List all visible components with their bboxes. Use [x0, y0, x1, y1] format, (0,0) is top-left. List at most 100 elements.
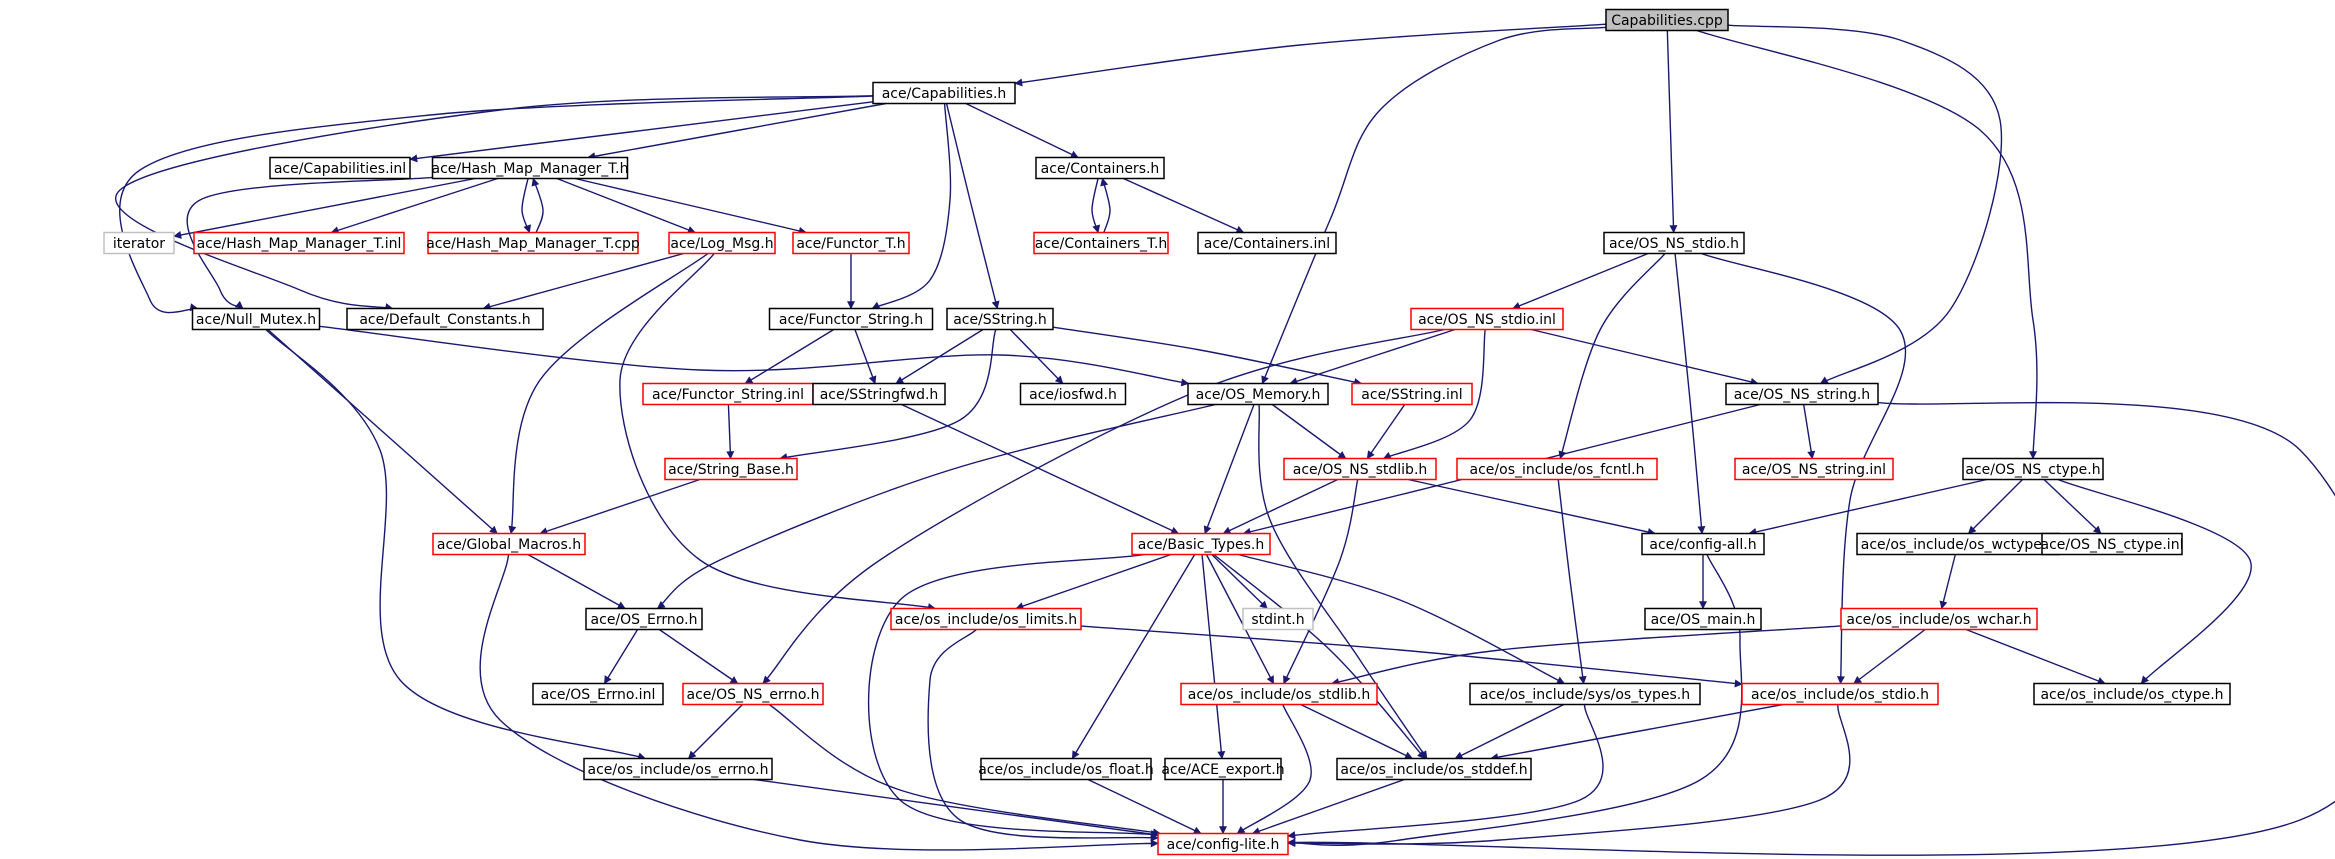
node-box [1131, 532, 1271, 556]
node-label: ace/Capabilities.h [882, 86, 1007, 102]
node-label: ace/Hash_Map_Manager_T.h [431, 161, 628, 177]
node-stdint-h[interactable]: stdint.h [1242, 607, 1314, 631]
edge-os_ns_stdlib_h-to-os_stdlib_h [1283, 479, 1359, 685]
node-label: ace/Default_Constants.h [359, 312, 530, 328]
edge-capabilities_cpp-to-os_ns_ctype_h [1696, 29, 2038, 460]
node-iterator[interactable]: iterator [103, 231, 175, 255]
node-os-ns-stdio-h[interactable]: ace/OS_NS_stdio.h [1603, 231, 1745, 255]
edge-os_ns_ctype_h-to-os_wctype_h [1967, 479, 2023, 535]
node-label: ace/Containers.h [1041, 161, 1160, 177]
node-box [432, 532, 586, 556]
node-os-errno-cap-h[interactable]: ace/OS_Errno.h [585, 607, 703, 631]
node-containers-t-h[interactable]: ace/Containers_T.h [1033, 231, 1169, 255]
node-capabilities-cpp[interactable]: Capabilities.cpp [1605, 8, 1729, 32]
edge-containers_t_h-to-containers_h [1100, 177, 1111, 233]
node-hash-map-manager-t-inl[interactable]: ace/Hash_Map_Manager_T.inl [193, 231, 405, 255]
node-os-stddef-h[interactable]: ace/os_include/os_stddef.h [1336, 757, 1532, 781]
node-box [1734, 457, 1894, 481]
edge-os_errno_cap_h-to-os_errno_inl [603, 629, 639, 685]
node-os-ns-ctype-inl[interactable]: ace/OS_NS_ctype.inl [2041, 532, 2184, 556]
edge-os_stdio_h-to-os_stddef_h [1490, 703, 1784, 762]
edge-os_ns_errno_h-to-config_lite_h [768, 703, 1161, 837]
edge-os_stdlib_h-to-os_stddef_h [1300, 703, 1414, 760]
node-os-fcntl-h[interactable]: ace/os_include/os_fcntl.h [1456, 457, 1658, 481]
node-box [890, 607, 1082, 631]
edge-log_msg_h-to-os_limits_h [619, 253, 936, 611]
node-os-main-h[interactable]: ace/OS_main.h [1644, 607, 1762, 631]
node-sstring-inl[interactable]: ace/SString.inl [1351, 382, 1473, 406]
node-os-stdio-h[interactable]: ace/os_include/os_stdio.h [1741, 682, 1939, 706]
node-label: ace/SString.h [953, 312, 1047, 328]
node-global-macros-h[interactable]: ace/Global_Macros.h [432, 532, 586, 556]
node-containers-h[interactable]: ace/Containers.h [1035, 156, 1165, 180]
node-os-ns-errno-h[interactable]: ace/OS_NS_errno.h [682, 682, 824, 706]
edge-null_mutex_h-to-os_errno_h [265, 329, 646, 761]
node-log-msg-h[interactable]: ace/Log_Msg.h [668, 231, 776, 255]
node-os-wchar-h[interactable]: ace/os_include/os_wchar.h [1840, 607, 2038, 631]
node-label: Capabilities.cpp [1611, 13, 1723, 29]
edge-hash_map_manager_t_h-to-null_mutex_h [186, 176, 433, 310]
node-functor-t-h[interactable]: ace/Functor_T.h [792, 231, 910, 255]
node-hash-map-manager-t-h[interactable]: ace/Hash_Map_Manager_T.h [431, 156, 629, 180]
edge-sys_os_types_h-to-config_lite_h [1287, 704, 1604, 840]
node-os-stdlib-h[interactable]: ace/os_include/os_stdlib.h [1180, 682, 1378, 706]
node-os-ns-string-h[interactable]: ace/OS_NS_string.h [1725, 382, 1879, 406]
node-label: ace/config-lite.h [1167, 837, 1280, 853]
node-os-float-h[interactable]: ace/os_include/os_float.h [978, 757, 1154, 781]
node-null-mutex-h[interactable]: ace/Null_Mutex.h [191, 307, 321, 331]
node-os-ns-ctype-h[interactable]: ace/OS_NS_ctype.h [1962, 457, 2104, 481]
edge-hash_map_manager_t_h-to-iterator [173, 177, 476, 239]
node-box [191, 307, 321, 331]
edge-basic_types_h-to-os_float_h [1071, 554, 1196, 760]
node-box [2033, 682, 2231, 706]
node-box [1019, 382, 1127, 406]
edge-capabilities_cpp-to-os_ns_string_h [1727, 24, 2003, 385]
edge-capabilities_cpp-to-os_ns_stdio_h [1666, 30, 1678, 234]
node-label: ace/Null_Mutex.h [196, 312, 316, 328]
node-basic-types-h[interactable]: ace/Basic_Types.h [1131, 532, 1271, 556]
edge-sstring_h-to-string_base_h [779, 329, 997, 461]
node-os-memory-h[interactable]: ace/OS_Memory.h [1187, 382, 1329, 406]
node-box [1641, 532, 1765, 556]
node-sys-os-types-h[interactable]: ace/os_include/sys/os_types.h [1469, 682, 1701, 706]
node-os-errno-h[interactable]: ace/os_include/os_errno.h [583, 757, 773, 781]
node-capabilities-inl[interactable]: ace/Capabilities.inl [269, 156, 411, 180]
node-config-all-h[interactable]: ace/config-all.h [1641, 532, 1765, 556]
edge-capabilities_cpp-to-os_memory_h [1261, 26, 1607, 385]
node-os-wctype-h[interactable]: ace/os_include/os_wctype.h [1856, 532, 2060, 556]
edge-containers_h-to-containers_t_h [1091, 178, 1101, 234]
node-os-limits-h[interactable]: ace/os_include/os_limits.h [890, 607, 1082, 631]
node-iosfwd-h[interactable]: ace/iosfwd.h [1019, 382, 1127, 406]
node-containers-inl[interactable]: ace/Containers.inl [1197, 231, 1337, 255]
node-box [946, 307, 1054, 331]
node-functor-string-inl[interactable]: ace/Functor_String.inl [642, 382, 814, 406]
node-label: ace/os_include/os_ctype.h [2040, 687, 2223, 703]
node-string-base-h[interactable]: ace/String_Base.h [664, 457, 798, 481]
node-box [532, 682, 664, 706]
node-capabilities-h[interactable]: ace/Capabilities.h [872, 81, 1016, 105]
node-box [269, 156, 411, 180]
edge-os_ns_ctype_h-to-os_ctype_h [2057, 478, 2252, 685]
node-functor-string-h[interactable]: ace/Functor_String.h [768, 307, 934, 331]
node-os-errno-inl[interactable]: ace/OS_Errno.inl [532, 682, 664, 706]
node-label: ace/Containers.inl [1204, 236, 1330, 252]
node-box [1336, 757, 1532, 781]
node-ace-export-h[interactable]: ace/ACE_export.h [1161, 757, 1285, 781]
node-hash-map-manager-t-cpp[interactable]: ace/Hash_Map_Manager_T.cpp [426, 231, 640, 255]
node-config-lite-h[interactable]: ace/config-lite.h [1157, 832, 1289, 856]
node-os-ns-stdio-inl[interactable]: ace/OS_NS_stdio.inl [1410, 307, 1564, 331]
node-sstring-h[interactable]: ace/SString.h [946, 307, 1054, 331]
node-label: ace/iosfwd.h [1029, 387, 1117, 403]
node-label: ace/Capabilities.inl [274, 161, 406, 177]
edge-global_macros_h-to-config_lite_h [479, 554, 1159, 851]
node-box [1351, 382, 1473, 406]
node-os-ns-stdlib-h[interactable]: ace/OS_NS_stdlib.h [1283, 457, 1437, 481]
node-os-ns-string-inl[interactable]: ace/OS_NS_string.inl [1734, 457, 1894, 481]
node-box [1180, 682, 1378, 706]
node-sstringfwd-h[interactable]: ace/SStringfwd.h [812, 382, 946, 406]
node-box [427, 231, 639, 255]
node-label: ace/OS_NS_ctype.inl [2041, 537, 2184, 553]
node-default-constants-h[interactable]: ace/Default_Constants.h [346, 307, 544, 331]
node-os-ctype-h[interactable]: ace/os_include/os_ctype.h [2033, 682, 2231, 706]
edge-sys_os_types_h-to-os_stddef_h [1454, 703, 1565, 760]
